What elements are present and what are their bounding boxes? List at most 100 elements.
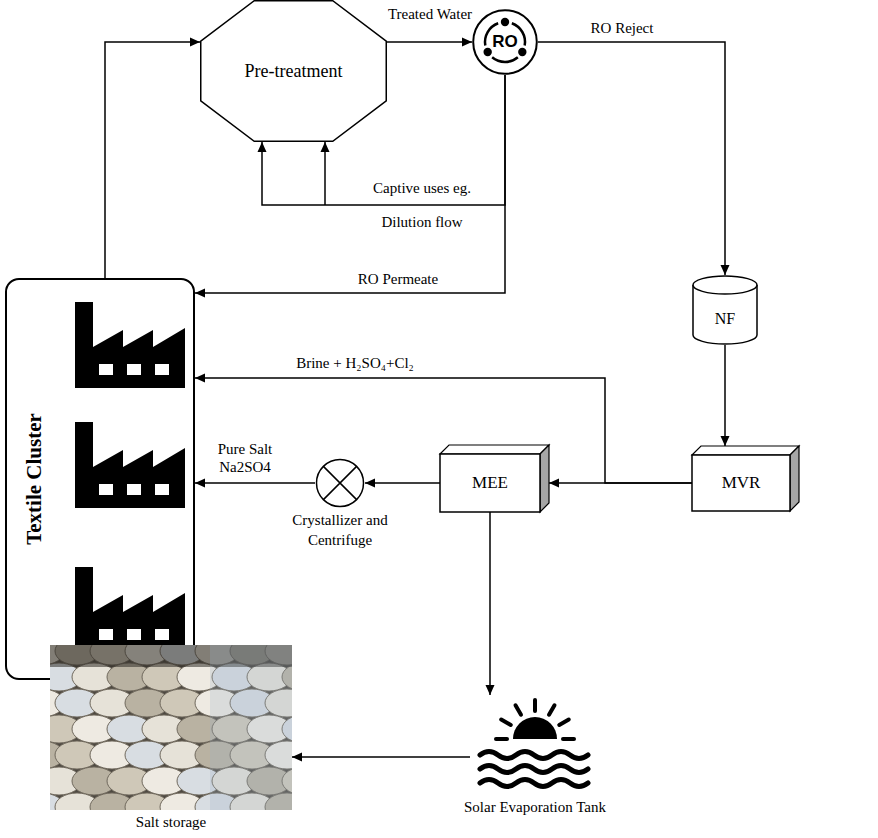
ro-dot — [518, 48, 526, 56]
node-label: Pre-treatment — [245, 61, 343, 82]
factory-window — [99, 484, 113, 495]
box-top-face — [440, 445, 549, 454]
sun-ray — [533, 700, 537, 711]
sun-dome — [513, 717, 557, 739]
arrowhead — [195, 289, 205, 298]
arrowhead — [549, 479, 559, 488]
flow-connector — [721, 345, 730, 446]
ro-dot — [501, 18, 509, 26]
water-wave — [480, 780, 588, 787]
water-wave — [480, 766, 588, 773]
factory-window — [99, 629, 113, 640]
cross-symbol — [315, 458, 365, 508]
factory-window — [127, 484, 141, 495]
flow-connector — [292, 753, 470, 762]
photo-ground — [50, 645, 292, 810]
salt-storage-node: Salt storage — [46, 645, 296, 833]
flow-connector — [365, 479, 440, 488]
flow-connector — [105, 38, 200, 279]
arrowhead — [258, 142, 267, 152]
node-caption: Solar Evaporation Tank — [435, 798, 635, 818]
ro-arc — [492, 57, 518, 62]
connector-line — [489, 512, 491, 695]
factory-window — [155, 364, 169, 375]
sun-ray — [563, 737, 574, 741]
node-caption: Salt storage — [46, 813, 296, 833]
flow-connector — [486, 512, 495, 695]
arrowhead — [365, 479, 375, 488]
flow-connector — [195, 479, 315, 488]
sun-ray — [559, 720, 569, 726]
factory-icon — [75, 422, 185, 508]
flow-connector — [387, 38, 472, 47]
node-caption: Crystallizer and Centrifuge — [270, 511, 410, 550]
sun-ray — [501, 720, 511, 726]
box-top-face — [692, 446, 799, 455]
textile-cluster-box: Textile Cluster — [5, 278, 195, 680]
factory-window — [155, 484, 169, 495]
sun-ray — [516, 705, 522, 715]
mvr-box: MVR — [692, 455, 790, 511]
flow-label: RO Permeate — [358, 270, 438, 288]
arrowhead — [486, 685, 495, 695]
photo-tint — [210, 645, 292, 810]
flow-connector — [538, 42, 730, 275]
factory-window — [127, 629, 141, 640]
process-octagon: Pre-treatment — [200, 0, 387, 142]
factory-silhouette — [75, 302, 185, 388]
connector-line — [292, 756, 470, 758]
arrowhead — [195, 374, 205, 383]
crystallizer-circle — [317, 460, 364, 507]
flow-label: Brine + H₂SO₄+Cl₂ — [296, 354, 414, 372]
box-front-face — [440, 454, 540, 512]
sun-symbol — [470, 695, 600, 795]
node-label: MEE — [472, 473, 508, 493]
nf-cylinder: NF — [692, 275, 758, 345]
box-front-face — [692, 455, 790, 511]
factory-silhouette — [75, 422, 185, 508]
sun-ray — [549, 705, 555, 715]
node-label: MVR — [722, 473, 761, 493]
node-label: Textile Cluster — [22, 413, 47, 545]
factory-silhouette — [75, 567, 185, 653]
arrowhead — [195, 479, 205, 488]
ro-dot — [483, 48, 491, 56]
connector-line — [365, 482, 440, 484]
factory-window — [99, 364, 113, 375]
flow-label: Captive uses eg. Dilution flow — [357, 171, 487, 239]
flow-label: Pure Salt Na2SO4 — [208, 440, 283, 476]
factory-window — [127, 364, 141, 375]
ro-outline — [473, 10, 537, 74]
connector-line — [538, 42, 725, 275]
mee-box: MEE — [440, 454, 540, 512]
box-side-face — [790, 446, 799, 511]
ro-unit-circle: RO — [472, 9, 538, 75]
node-label: RO — [492, 32, 518, 52]
node-label: NF — [715, 310, 735, 328]
factory-icons — [69, 280, 194, 682]
connector-line — [195, 482, 315, 484]
box-side-face — [540, 445, 549, 512]
connector-line — [105, 42, 200, 278]
crystallizer-node: Crystallizer and Centrifuge — [270, 458, 410, 550]
arrowhead — [190, 38, 200, 47]
photo-symbol — [50, 645, 292, 810]
solar-tank-node: Solar Evaporation Tank — [435, 695, 635, 818]
sun-ray — [496, 737, 507, 741]
flow-label: RO Reject — [591, 19, 654, 37]
factory-window — [155, 629, 169, 640]
flow-label: Treated Water — [388, 5, 472, 23]
connector-line — [724, 345, 726, 446]
cylinder-top — [693, 276, 757, 294]
water-wave — [480, 752, 588, 759]
factory-icon — [75, 302, 185, 388]
factory-icon — [75, 567, 185, 653]
arrowhead — [721, 436, 730, 446]
arrowhead — [321, 142, 330, 152]
octagon-shape — [201, 1, 387, 142]
crystallizer-cross — [323, 466, 356, 499]
arrowhead — [462, 38, 472, 47]
connector-line — [387, 41, 472, 43]
arrowhead — [721, 265, 730, 275]
